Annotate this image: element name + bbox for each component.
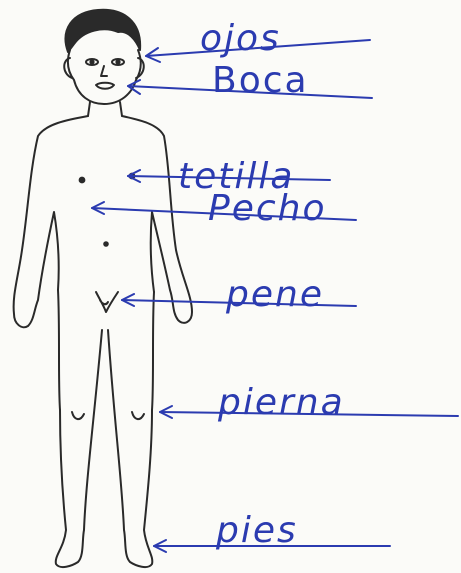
navel xyxy=(104,242,108,246)
right-leg xyxy=(108,330,152,567)
left-nipple xyxy=(80,178,85,183)
label-boca: Boca xyxy=(212,60,309,101)
hips xyxy=(58,290,154,410)
label-pene: pene xyxy=(225,274,324,315)
genitals xyxy=(96,292,118,312)
labels: ojos Boca tetilla Pecho pene pierna pies xyxy=(178,18,345,551)
label-pies: pies xyxy=(215,510,298,551)
left-leg xyxy=(56,330,102,567)
right-arm-torso xyxy=(122,116,192,323)
label-pierna: pierna xyxy=(217,382,345,423)
left-arm-torso xyxy=(14,116,88,327)
nose xyxy=(101,66,107,76)
human-figure xyxy=(14,10,192,567)
mouth xyxy=(96,83,114,89)
hair xyxy=(66,10,141,52)
label-pecho: Pecho xyxy=(208,188,327,229)
label-ojos: ojos xyxy=(200,18,281,59)
